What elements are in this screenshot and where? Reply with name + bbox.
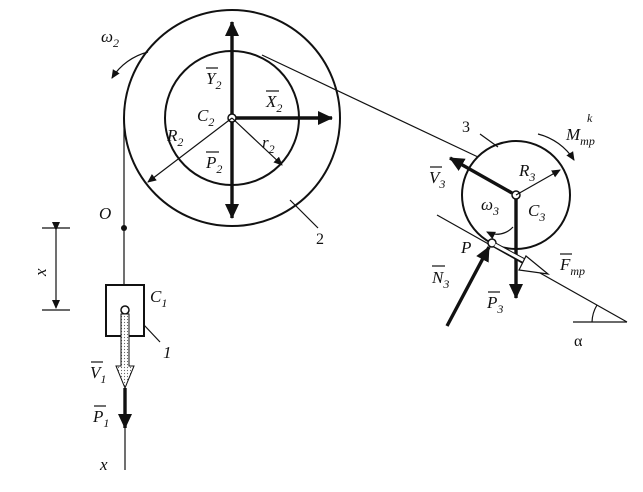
labels: ω2 Y2 X2 C2 R2 P2 r2 2 O x C1 1 V1 P1 x … (31, 27, 595, 474)
label-1: 1 (163, 343, 172, 362)
velocity-V1-arrow (115, 313, 135, 390)
label-R3: R3 (518, 161, 535, 184)
label-C2: C2 (197, 106, 214, 129)
label-C3: C3 (528, 201, 545, 224)
rope-incline (261, 54, 479, 158)
label-omega2: ω2 (101, 27, 119, 50)
label-P3: P3 (486, 293, 503, 316)
label-2: 2 (316, 231, 324, 248)
label-2-leader (289, 199, 319, 229)
label-N3: N3 (431, 268, 449, 291)
omega3-rotation-arrow (486, 226, 514, 240)
label-omega3: ω3 (481, 195, 499, 218)
label-alpha: α (574, 333, 583, 350)
point-O (121, 225, 127, 231)
label-R2: R2 (166, 126, 183, 149)
label-1-leader (143, 324, 161, 343)
omega2-rotation-arrow (111, 51, 149, 79)
moment-M-arrow (537, 133, 575, 161)
label-3-leader (479, 133, 499, 148)
radius-r2-line (231, 117, 283, 166)
label-P2: P2 (205, 153, 222, 176)
label-Y2: Y2 (206, 69, 221, 92)
label-C1: C1 (150, 287, 167, 310)
label-3: 3 (462, 119, 470, 136)
label-P-contact: P (460, 238, 471, 257)
label-V1: V1 (90, 363, 106, 386)
radius-R3-line (515, 169, 561, 196)
label-X2: X2 (265, 92, 282, 115)
label-M-superscript: k (587, 111, 593, 125)
label-r2: r2 (262, 133, 275, 156)
angle-alpha-arc (591, 304, 598, 323)
label-P1: P1 (92, 407, 109, 430)
body-1-center (120, 305, 130, 315)
label-O: O (99, 204, 111, 223)
label-x-bottom: x (99, 455, 108, 474)
label-F: Fmp (559, 255, 585, 278)
disk-3 (445, 133, 575, 327)
force-F-arrowhead (518, 255, 551, 275)
radius-R2-line (147, 117, 233, 183)
label-V3: V3 (429, 168, 445, 191)
coordinate-x-dimension (42, 222, 70, 311)
force-N3-arrow (445, 246, 491, 327)
label-x-left: x (31, 268, 50, 277)
body-1 (105, 284, 161, 470)
pulley-2 (111, 9, 341, 229)
label-M: Mmp (565, 125, 595, 148)
velocity-V3-arrow (449, 156, 513, 195)
